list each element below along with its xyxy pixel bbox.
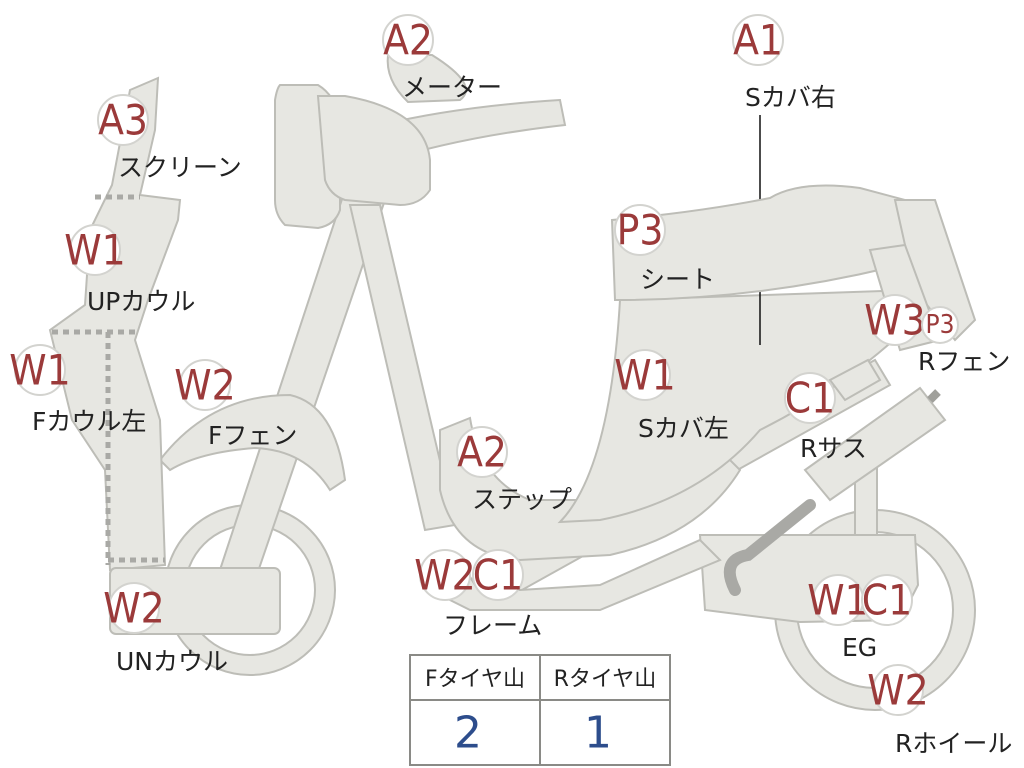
code-badge: C1: [784, 372, 836, 424]
front-cowl-shape: [48, 76, 182, 572]
part-label: Fフェン: [208, 421, 297, 450]
table-header-rear: Rタイヤ山: [554, 667, 657, 692]
part-label: Rフェン: [918, 347, 1010, 376]
svg-text:W2: W2: [174, 361, 235, 410]
svg-text:C1: C1: [785, 374, 835, 423]
scooter-silhouette: [48, 54, 977, 711]
code-badge: W1: [9, 344, 71, 396]
svg-text:W1: W1: [614, 351, 675, 400]
svg-text:W1: W1: [9, 346, 70, 395]
part-label: ステップ: [472, 485, 572, 514]
code-badge: A1: [732, 14, 784, 66]
code-badge: A2: [456, 426, 508, 478]
part-label: UNカウル: [116, 647, 228, 676]
part-r-wheel: W2 Rホイール: [867, 664, 1012, 758]
svg-text:A2: A2: [383, 16, 433, 65]
tire-tread-table: Fタイヤ山 Rタイヤ山 2 1: [409, 654, 671, 766]
footboard-shape: [439, 416, 742, 562]
part-f-fender: W2 Fフェン: [174, 359, 297, 450]
part-label: Rホイール: [895, 729, 1012, 758]
table-value-front: 2: [454, 708, 482, 759]
part-label: Fカウル左: [32, 407, 146, 436]
part-engine: W1 C1 EG: [807, 574, 913, 662]
code-badge: W1: [64, 224, 126, 276]
code-badge-2: C1: [861, 574, 913, 626]
part-label: Sカバ右: [745, 83, 836, 112]
head-cover-shape: [316, 95, 431, 207]
code-badge: W1: [614, 349, 676, 401]
part-step: A2 ステップ: [456, 426, 572, 514]
svg-text:A1: A1: [733, 16, 783, 65]
svg-text:W2: W2: [414, 551, 475, 600]
svg-text:C1: C1: [473, 551, 523, 600]
svg-text:C1: C1: [862, 576, 912, 625]
code-badge: W2: [103, 582, 165, 634]
code-badge: A3: [97, 94, 149, 146]
svg-text:W1: W1: [807, 576, 868, 625]
part-seat: P3 シート: [614, 204, 715, 294]
table-header-front: Fタイヤ山: [425, 667, 525, 692]
part-r-fender: W3 P3 Rフェン: [864, 294, 1010, 376]
svg-text:W2: W2: [867, 666, 928, 715]
svg-text:P3: P3: [926, 310, 955, 340]
part-label: シート: [640, 265, 715, 294]
svg-text:P3: P3: [617, 206, 664, 255]
code-badge: W2: [867, 664, 929, 716]
front-fender-shape: [158, 393, 347, 492]
part-label: フレーム: [443, 611, 542, 640]
part-label: スクリーン: [118, 153, 242, 182]
side-cover-shape: [557, 288, 937, 524]
code-badge: W3: [864, 294, 926, 346]
part-label: UPカウル: [87, 287, 195, 316]
part-f-cowl-left: W1 Fカウル左: [9, 344, 146, 436]
rear-box-shape: [803, 386, 947, 502]
part-label: メーター: [402, 73, 502, 102]
part-s-cover-left: W1 Sカバ左: [614, 349, 729, 443]
svg-text:W1: W1: [64, 226, 125, 275]
part-frame: W2 C1 フレーム: [414, 549, 542, 640]
part-label: Sカバ左: [638, 414, 729, 443]
code-badge: A2: [382, 14, 434, 66]
part-label: Rサス: [800, 434, 867, 463]
code-badge: W1: [807, 574, 869, 626]
part-r-suspension: C1 Rサス: [784, 372, 867, 463]
svg-text:W2: W2: [103, 584, 164, 633]
part-s-cover-right: A1 Sカバ右: [732, 14, 836, 112]
code-badge-2: P3: [921, 306, 959, 344]
part-meter: A2 メーター: [382, 14, 502, 102]
meter-shape: [386, 54, 467, 104]
part-screen: A3 スクリーン: [97, 94, 242, 182]
part-label: EG: [842, 633, 877, 662]
code-badge: W2: [174, 359, 236, 411]
code-badge-2: C1: [472, 549, 524, 601]
svg-text:A2: A2: [457, 428, 507, 477]
code-badge: W2: [414, 549, 476, 601]
code-badge: P3: [614, 204, 666, 256]
svg-text:W3: W3: [864, 296, 925, 345]
part-un-cowl: W2 UNカウル: [103, 582, 228, 676]
svg-text:A3: A3: [98, 96, 148, 145]
part-up-cowl: W1 UPカウル: [64, 224, 195, 316]
table-value-rear: 1: [584, 708, 612, 759]
